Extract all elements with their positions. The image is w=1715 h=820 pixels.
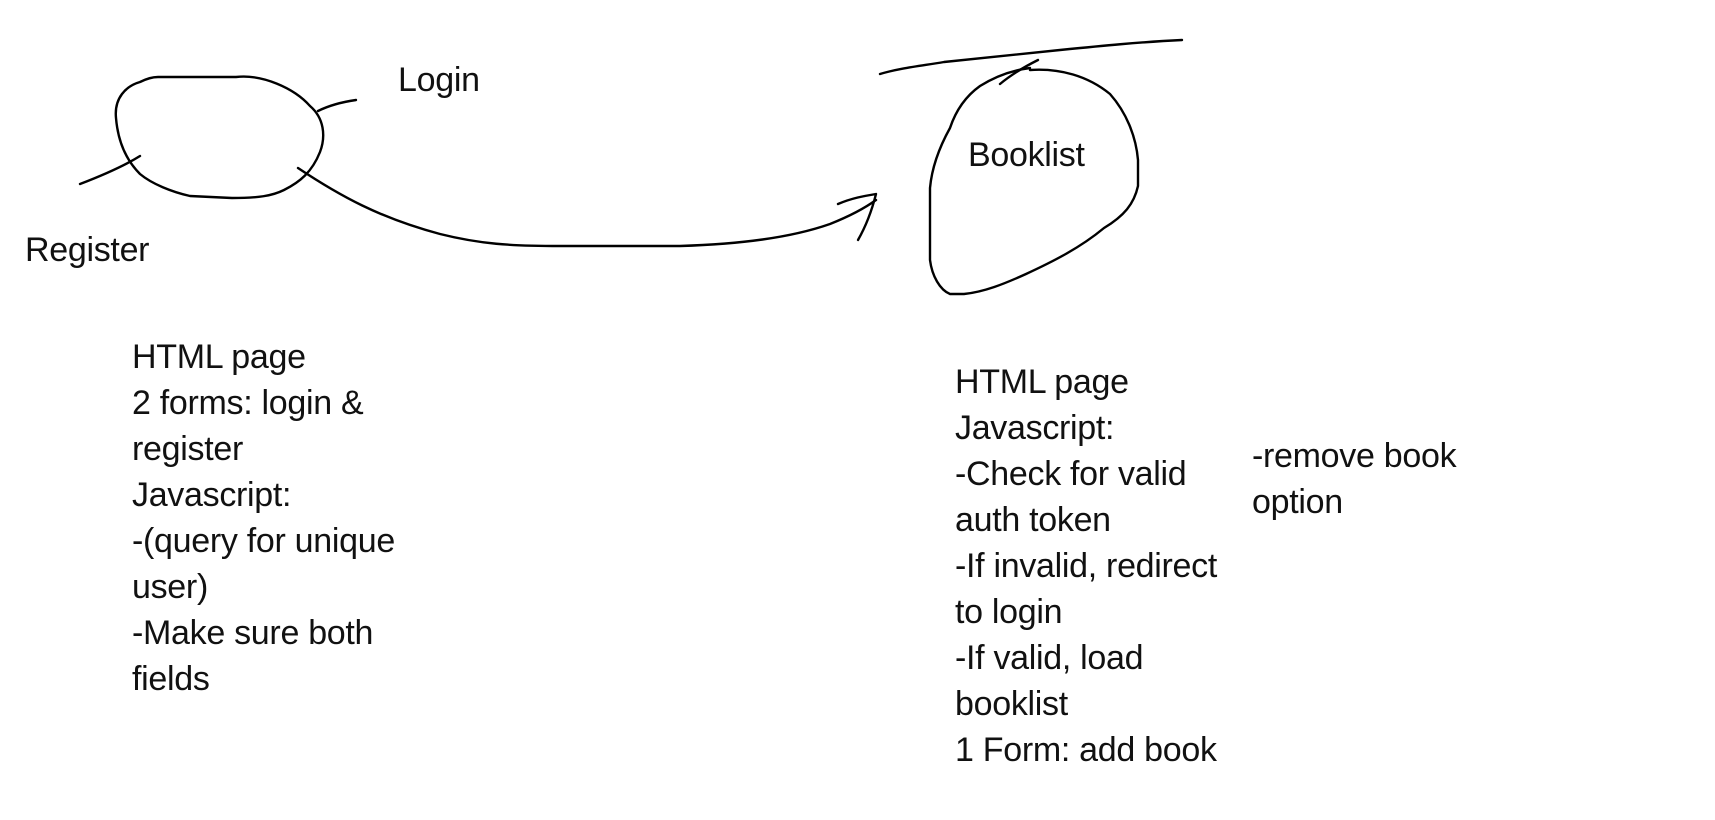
arrow-head [836,192,878,242]
note-line: -remove book [1252,437,1457,475]
login-to-booklist-arrow [296,166,878,248]
booklist-top-line [878,38,1184,76]
booklist-extra-notes: -remove book option [1252,433,1457,525]
note-line: to login [955,593,1063,631]
note-line: fields [132,660,210,698]
note-line: HTML page [132,338,306,376]
login-connector-line [316,98,358,113]
register-connector-line [78,154,142,186]
note-line: -If valid, load [955,639,1144,677]
booklist-node-shape [928,66,1140,296]
login-page-notes: HTML page 2 forms: login & register Java… [132,334,395,702]
note-line: -If invalid, redirect [955,547,1218,585]
note-line: -Check for valid [955,455,1187,493]
note-line: option [1252,483,1343,521]
note-line: 1 Form: add book [955,731,1217,769]
node-label-register: Register [25,231,150,269]
note-line: register [132,430,243,468]
note-line: -(query for unique [132,522,395,560]
node-label-booklist: Booklist [968,136,1085,174]
note-line: user) [132,568,208,606]
note-line: -Make sure both [132,614,374,652]
note-line: Javascript: [955,409,1115,447]
node-label-login: Login [398,61,480,99]
note-line: HTML page [955,363,1129,401]
note-line: auth token [955,501,1111,539]
booklist-page-notes: HTML page Javascript: -Check for valid a… [955,359,1217,773]
note-line: booklist [955,685,1068,723]
note-line: Javascript: [132,476,292,514]
login-register-node-shape [114,75,325,200]
note-line: 2 forms: login & [132,384,364,422]
booklist-hook-line [998,58,1040,86]
